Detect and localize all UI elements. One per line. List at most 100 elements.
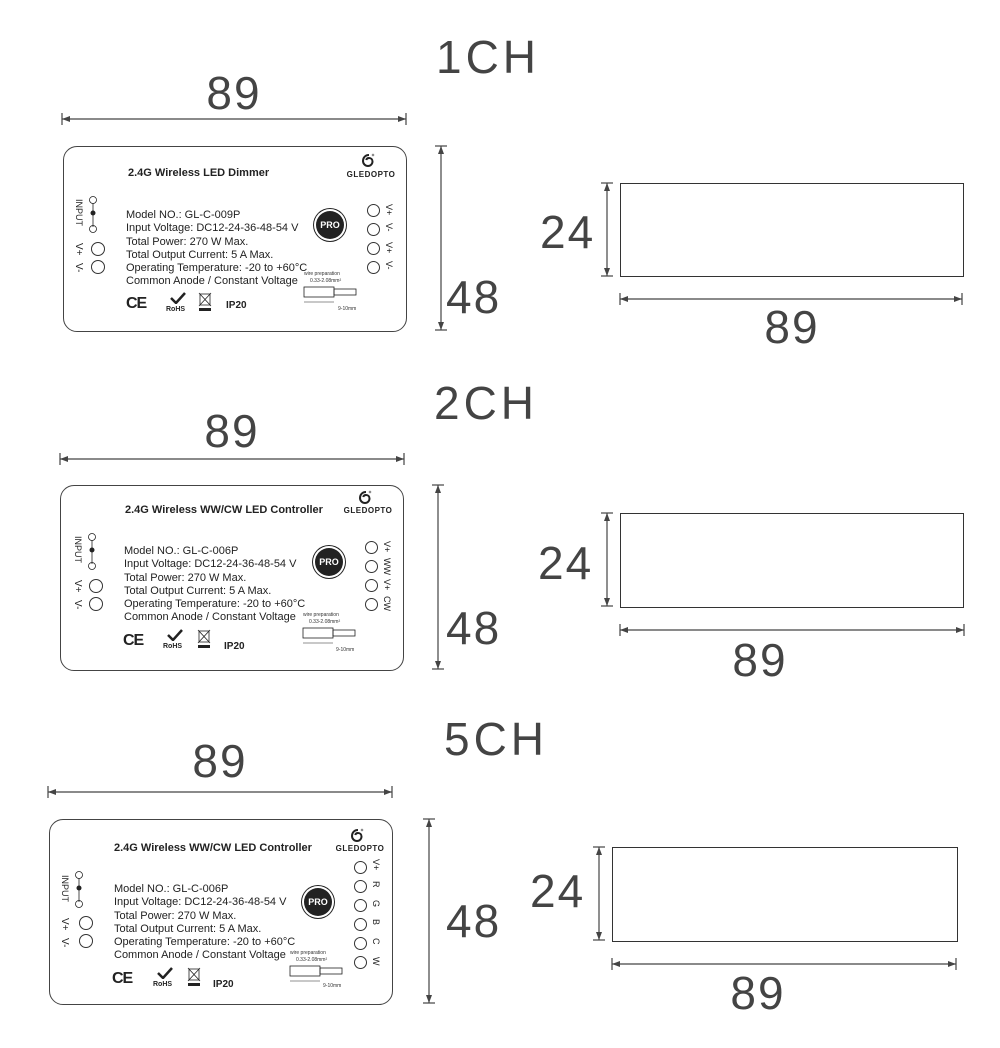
left-terminal-label: V- xyxy=(73,263,84,273)
spec-line: Operating Temperature: -20 to +60°C xyxy=(114,936,296,949)
input-jack-icon xyxy=(88,195,98,235)
input-jack-icon xyxy=(74,870,84,910)
height-dimension-label: 48 xyxy=(446,271,502,323)
spec-line: Operating Temperature: -20 to +60°C xyxy=(126,262,308,275)
width-dimension-label: 89 xyxy=(204,405,260,457)
ce-mark: CE xyxy=(123,632,144,649)
spec-line: Input Voltage: DC12-24-36-48-54 V xyxy=(126,222,299,235)
right-terminal-screw xyxy=(354,899,367,912)
side-height-dimension-line xyxy=(601,512,613,607)
right-terminal-screw xyxy=(354,861,367,874)
height-dimension-line xyxy=(435,145,447,331)
rohs-check-icon xyxy=(167,628,183,646)
side-view-box xyxy=(612,847,958,942)
right-terminal-label: W xyxy=(371,957,381,966)
width-dimension-label: 89 xyxy=(192,735,248,787)
side-view-box xyxy=(620,183,964,277)
spec-line: Common Anode / Constant Voltage xyxy=(114,949,286,962)
pro-badge: PRO xyxy=(304,888,332,916)
spec-line: Total Power: 270 W Max. xyxy=(124,571,247,584)
side-height-dimension-line xyxy=(601,182,613,277)
gledopto-logo-icon xyxy=(358,490,372,505)
section-5ch: 5CH 89 2.4G Wireless WW/CW LED Controlle… xyxy=(0,700,1000,1040)
left-terminal-screw xyxy=(79,934,93,948)
ip-rating: IP20 xyxy=(213,979,234,990)
spec-line: Total Power: 270 W Max. xyxy=(126,235,249,248)
pro-badge: PRO xyxy=(316,211,344,239)
spec-block: Model NO.: GL-C-009P Input Voltage: DC12… xyxy=(126,209,307,289)
right-terminal-label: C xyxy=(371,938,381,945)
front-view-card: 2.4G Wireless WW/CW LED Controller GLEDO… xyxy=(60,485,404,671)
front-view-card: 2.4G Wireless WW/CW LED Controller GLEDO… xyxy=(49,819,393,1005)
left-terminal-label: V+ xyxy=(73,243,84,256)
width-dimension-line xyxy=(61,113,407,125)
left-terminal-label: V+ xyxy=(59,918,70,931)
input-jack-icon xyxy=(87,532,97,572)
right-terminal-screw xyxy=(354,880,367,893)
right-terminal-screw xyxy=(354,956,367,969)
left-terminal-screw xyxy=(91,242,105,256)
pro-badge: PRO xyxy=(315,548,343,576)
height-dimension-label: 48 xyxy=(446,602,502,654)
card-title: 2.4G Wireless WW/CW LED Controller xyxy=(125,504,323,516)
right-terminal-screw xyxy=(367,204,380,217)
spec-line: Total Output Current: 5 A Max. xyxy=(124,584,272,597)
height-dimension-line xyxy=(423,818,435,1004)
wire-prep-label: wire preparation xyxy=(304,271,340,277)
left-terminal-label: V- xyxy=(59,938,70,948)
weee-bin-icon xyxy=(197,628,211,655)
left-terminal-screw xyxy=(89,597,103,611)
rohs-label: RoHS xyxy=(153,981,173,988)
right-terminal-label: V+ xyxy=(382,579,392,591)
right-terminal-screw xyxy=(367,223,380,236)
right-terminal-label: V+ xyxy=(384,204,394,216)
side-width-dimension-line xyxy=(619,293,963,305)
spec-line: Total Output Current: 5 A Max. xyxy=(114,922,262,935)
right-terminal-screw xyxy=(367,261,380,274)
rohs-check-icon xyxy=(170,291,186,309)
spec-line: Common Anode / Constant Voltage xyxy=(126,275,298,288)
width-dimension-line xyxy=(59,453,405,465)
right-terminal-label: B xyxy=(371,919,381,926)
right-terminal-label: G xyxy=(371,900,381,908)
rohs-label: RoHS xyxy=(163,643,183,650)
left-terminal-screw xyxy=(89,579,103,593)
side-view-box xyxy=(620,513,964,608)
right-terminal-screw xyxy=(365,579,378,592)
width-dimension-label: 89 xyxy=(206,67,262,119)
gledopto-logo-icon xyxy=(361,153,375,168)
right-terminal-screw xyxy=(367,242,380,255)
section-title: 5CH xyxy=(444,713,549,765)
spec-line: Operating Temperature: -20 to +60°C xyxy=(124,598,306,611)
right-terminal-label: V+ xyxy=(371,859,381,871)
wire-gauge-label: 0.33-2.08mm² xyxy=(296,957,328,963)
spec-line: Total Output Current: 5 A Max. xyxy=(126,248,274,261)
card-title: 2.4G Wireless WW/CW LED Controller xyxy=(114,842,312,854)
brand-name: GLEDOPTO xyxy=(343,506,393,515)
section-1ch: 1CH 89 2.4G Wireless LED Dimmer GLEDOPTO… xyxy=(0,0,1000,353)
right-terminal-screw xyxy=(365,598,378,611)
right-terminal-screw xyxy=(354,937,367,950)
spec-line: Input Voltage: DC12-24-36-48-54 V xyxy=(114,896,287,909)
weee-bin-icon xyxy=(187,966,201,993)
wire-strip-label: 9-10mm xyxy=(336,647,355,653)
card-title: 2.4G Wireless LED Dimmer xyxy=(128,167,270,179)
spec-line: Model NO.: GL-C-006P xyxy=(124,545,239,557)
spec-block: Model NO.: GL-C-006P Input Voltage: DC12… xyxy=(124,545,305,625)
rohs-label: RoHS xyxy=(166,306,186,313)
left-terminal-screw xyxy=(79,916,93,930)
brand-name: GLEDOPTO xyxy=(346,170,396,179)
right-terminal-label: V- xyxy=(384,261,394,270)
right-terminal-label: V- xyxy=(384,223,394,232)
wire-strip-label: 9-10mm xyxy=(338,306,357,312)
section-title: 2CH xyxy=(434,377,539,429)
front-view-card: 2.4G Wireless LED Dimmer GLEDOPTO INPUT … xyxy=(63,146,407,332)
ce-mark: CE xyxy=(112,970,133,987)
left-terminal-label: V+ xyxy=(72,580,83,593)
ip-rating: IP20 xyxy=(224,641,245,652)
gledopto-logo-icon xyxy=(350,828,364,843)
side-width-dimension-label: 89 xyxy=(732,634,788,686)
rohs-check-icon xyxy=(157,966,173,984)
spec-line: Model NO.: GL-C-009P xyxy=(126,209,241,221)
wire-prep-label: wire preparation xyxy=(290,950,326,956)
